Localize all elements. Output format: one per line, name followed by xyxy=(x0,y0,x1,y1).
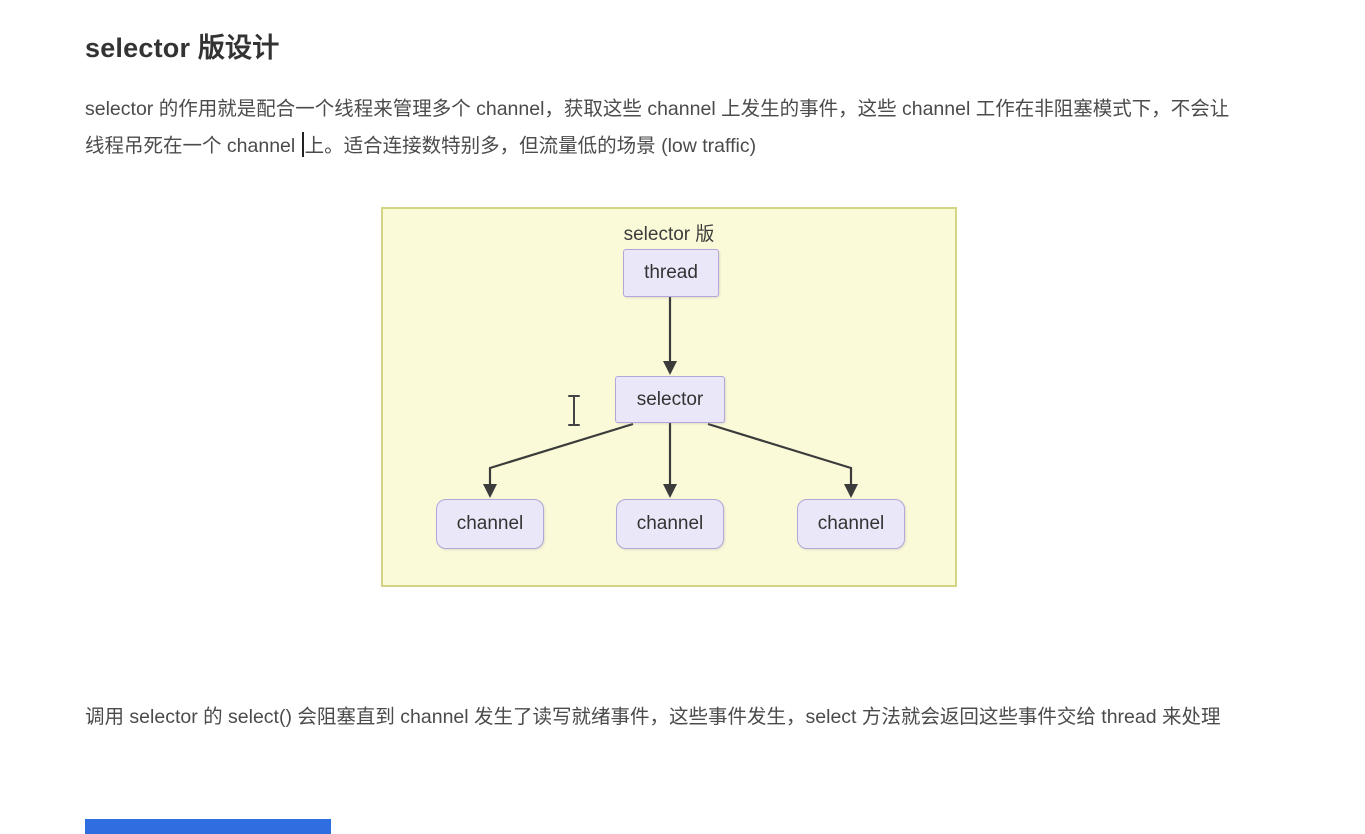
paragraph-intro-text-after: 上。适合连接数特别多，但流量低的场景 (low traffic) xyxy=(304,135,757,157)
text-caret xyxy=(301,132,304,157)
selector-diagram: selector 版 thread selector channel chann… xyxy=(381,207,957,587)
channel-node-3: channel xyxy=(797,499,905,549)
paragraph-select-behavior[interactable]: 调用 selector 的 select() 会阻塞直到 channel 发生了… xyxy=(85,706,1221,728)
page-title[interactable]: selector 版设计 xyxy=(85,33,280,63)
diagram-title: selector 版 xyxy=(623,224,715,245)
ibeam-cursor-icon xyxy=(568,395,580,426)
arrow-connectors xyxy=(483,297,858,498)
selection-highlight-bar xyxy=(85,819,331,834)
paragraph-intro[interactable]: selector 的作用就是配合一个线程来管理多个 channel，获取这些 c… xyxy=(85,91,1245,165)
paragraph-intro-text: selector 的作用就是配合一个线程来管理多个 channel，获取这些 c… xyxy=(85,98,1230,157)
channel-node-2: channel xyxy=(616,499,724,549)
thread-node: thread xyxy=(623,249,719,297)
channel-node-1: channel xyxy=(436,499,544,549)
selector-node: selector xyxy=(615,376,725,423)
